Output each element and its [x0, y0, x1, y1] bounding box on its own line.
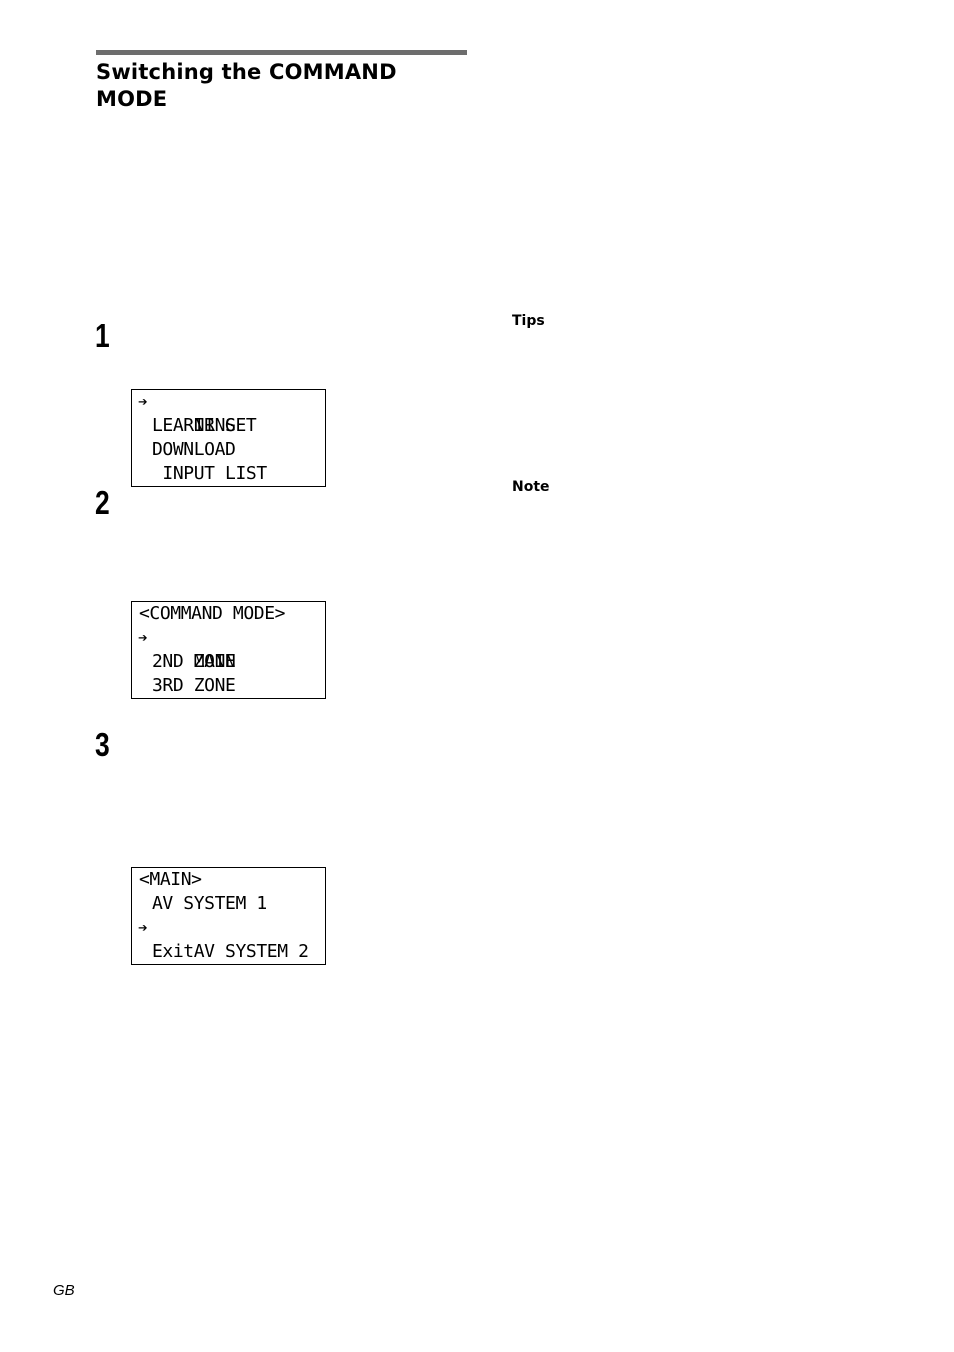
lcd-line-text: IR SET: [193, 415, 257, 436]
lcd-display-step-3: <MAIN> AV SYSTEM 1 ➔ AV SYSTEM 2 Exit: [131, 867, 326, 965]
step-2-number: 2: [95, 484, 110, 521]
lcd-line-text: AV SYSTEM 2: [193, 941, 309, 962]
lcd-header-line: <COMMAND MODE>: [132, 602, 325, 626]
right-arrow-icon: ➔: [138, 392, 148, 411]
lcd-line: LEARNING: [132, 414, 325, 438]
lcd-line: AV SYSTEM 1: [132, 892, 325, 916]
lcd-line: ➔ MAIN: [132, 626, 325, 672]
tips-label: Tips: [512, 313, 545, 329]
lcd-line-text: MAIN: [193, 651, 236, 672]
lcd-line: ➔ IR SET: [132, 390, 325, 436]
lcd-display-step-1: ➔ IR SET LEARNING DOWNLOAD INPUT LIST: [131, 389, 326, 487]
lcd-line: DOWNLOAD: [132, 438, 325, 462]
lcd-line: 3RD ZONE: [132, 674, 325, 698]
right-arrow-icon: ➔: [138, 628, 148, 647]
lcd-line-text: 3RD ZONE: [152, 675, 236, 696]
page-language-code: GB: [53, 1282, 75, 1299]
lcd-line: ➔ AV SYSTEM 2: [132, 916, 325, 962]
section-title: Switching the COMMAND MODE: [96, 60, 397, 111]
lcd-line-text: AV SYSTEM 1: [152, 893, 267, 914]
lcd-line-text: 2ND ZONE: [152, 651, 236, 672]
lcd-line: INPUT LIST: [132, 462, 325, 486]
step-3-number: 3: [95, 726, 110, 763]
lcd-header-line: <MAIN>: [132, 868, 325, 892]
lcd-display-step-2: <COMMAND MODE> ➔ MAIN 2ND ZONE 3RD ZONE: [131, 601, 326, 699]
lcd-line: Exit: [132, 940, 325, 964]
lcd-line-text: <MAIN>: [139, 869, 202, 890]
lcd-line-text: DOWNLOAD: [152, 439, 236, 460]
lcd-line-text: INPUT LIST: [152, 463, 267, 484]
lcd-line-text: <COMMAND MODE>: [139, 603, 286, 624]
section-divider: [96, 50, 467, 55]
step-1-number: 1: [95, 317, 110, 354]
lcd-line-text: Exit: [152, 941, 194, 962]
lcd-line: 2ND ZONE: [132, 650, 325, 674]
right-arrow-icon: ➔: [138, 918, 148, 937]
lcd-line-text: LEARNING: [152, 415, 236, 436]
note-label: Note: [512, 479, 550, 495]
